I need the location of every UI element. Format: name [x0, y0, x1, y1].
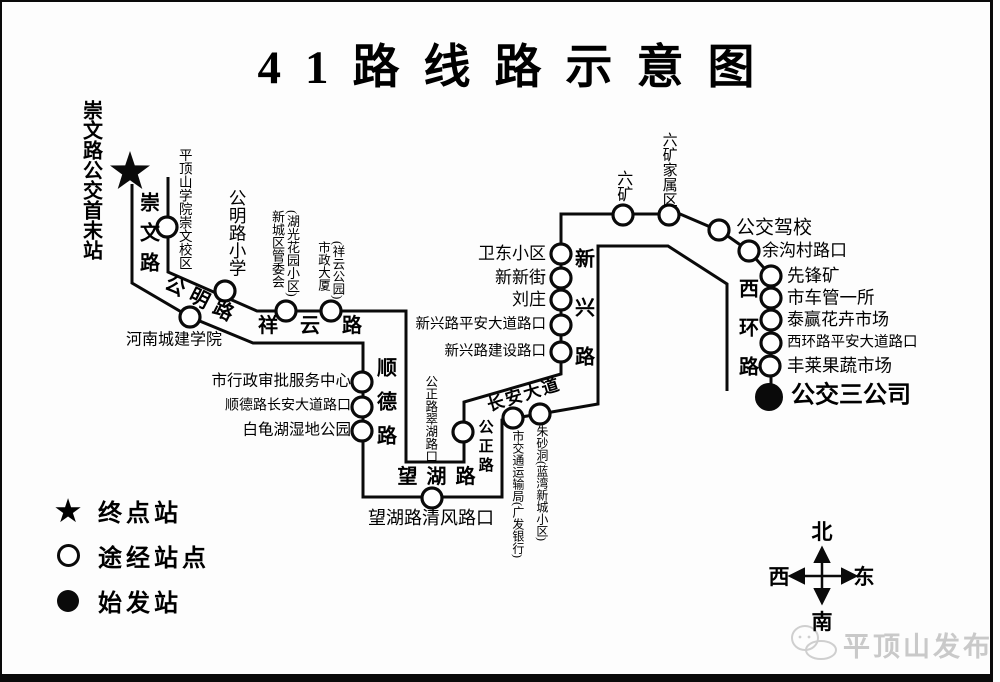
legend-origin-label: 始发站 [98, 591, 182, 617]
station-circle-朱砂洞(蓝湾新城小区) [528, 402, 552, 426]
station-label-朱砂洞(蓝湾新城小区): 朱砂洞(蓝湾新城小区) [534, 425, 549, 541]
compass-west-label: 西 [768, 565, 790, 589]
road-label-崇文路: 崇文路 [136, 192, 159, 282]
station-markers [110, 151, 783, 510]
station-label-刘庄: 刘庄 [512, 289, 546, 309]
station-circle-市政大厦(祥云公园) [319, 299, 343, 323]
legend-stop-label: 途经站点 [98, 546, 210, 572]
watermark-mascot-icon [791, 625, 837, 660]
station-circle-六矿家属区 [657, 203, 681, 227]
station-label-白龟湖湿地公园: 白龟湖湿地公园 [242, 421, 351, 439]
legend-item-stop: 途经站点 [50, 533, 210, 578]
station-circle-白龟湖湿地公园 [350, 419, 374, 443]
station-circle-六矿 [611, 203, 635, 227]
road-label-西环路: 西环路 [735, 278, 758, 395]
terminal-star-icon: ★ [53, 491, 83, 530]
origin-dot-icon [57, 589, 79, 612]
legend: ★ 终点站 途经站点 始发站 [50, 488, 210, 623]
station-circle-市交通运输局(广发银行) [501, 406, 525, 430]
road-label-望湖路: 望湖路 [397, 466, 485, 489]
station-label-丰莱果蔬市场: 丰莱果蔬市场 [787, 355, 892, 376]
station-label-泰赢花卉市场: 泰赢花卉市场 [787, 309, 889, 329]
station-label-余沟村路口: 余沟村路口 [762, 240, 847, 260]
compass-south-label: 南 [811, 610, 833, 634]
station-circle-顺德路长安大道路口 [350, 395, 374, 419]
station-label-六矿家属区: 六矿家属区 [660, 132, 677, 207]
station-circle-卫东小区 [549, 242, 573, 266]
station-circle-新兴路建设路口 [549, 340, 573, 364]
station-label-新兴路建设路口: 新兴路建设路口 [444, 343, 547, 360]
station-label-平顶山学院崇文校区: 平顶山学院崇文校区 [176, 148, 192, 270]
legend-terminal-label: 终点站 [98, 501, 182, 527]
station-circle-泰赢花卉市场 [759, 308, 783, 332]
road-label-顺德路: 顺德路 [373, 357, 396, 459]
station-circle-公正路翠湖路口 [451, 420, 475, 444]
station-circle-余沟村路口 [737, 239, 761, 263]
road-label-祥云路: 祥云路 [258, 315, 384, 338]
station-label-市车管一所: 市车管一所 [787, 287, 875, 308]
station-label-新新街: 新新街 [495, 267, 546, 287]
station-circle-河南城建学院 [178, 305, 202, 329]
station-label-卫东小区: 卫东小区 [478, 243, 546, 263]
station-label-市交通运输局(广发银行): 市交通运输局(广发银行) [510, 430, 525, 558]
compass-arrows [787, 545, 859, 606]
station-label-新城区管委会(湖光花园小区): 新城区管委会 (湖光花园小区) [270, 210, 300, 297]
station-label-西环路平安大道路口: 西环路平安大道路口 [787, 334, 918, 351]
station-circle-新新街 [549, 266, 573, 290]
station-circle-刘庄 [549, 288, 573, 312]
station-label-公交驾校: 公交驾校 [736, 217, 813, 239]
page-title: 41路线路示意图 [257, 42, 779, 94]
station-circle-平顶山学院崇文校区 [155, 215, 179, 239]
station-label-公交三公司: 公交三公司 [791, 382, 911, 409]
station-circle-新城区管委会(湖光花园小区) [274, 299, 298, 323]
station-circle-市行政审批服务中心 [350, 370, 374, 394]
station-label-公正路翠湖路口: 公正路翠湖路口 [423, 375, 438, 463]
compass-north-label: 北 [811, 520, 833, 544]
station-label-新兴路平安大道路口: 新兴路平安大道路口 [415, 316, 547, 333]
station-circle-先锋矿 [759, 264, 783, 288]
station-label-六矿: 六矿 [614, 170, 632, 202]
station-circle-新兴路平安大道路口 [549, 313, 573, 337]
station-circle-丰莱果蔬市场 [758, 354, 782, 378]
station-label-公明路小学: 公明路小学 [227, 189, 248, 277]
station-label-望湖路清风路口: 望湖路清风路口 [368, 508, 494, 529]
road-label-新兴路: 新兴路 [571, 248, 594, 395]
watermark-text: 平顶山发布 [843, 632, 993, 662]
station-circle-市车管一所 [759, 286, 783, 310]
station-label-市行政审批服务中心: 市行政审批服务中心 [211, 372, 351, 390]
station-circle-公明路小学 [213, 279, 237, 303]
station-label-市政大厦(祥云公园): 市政大厦 (祥云公园) [316, 241, 345, 300]
station-circle-公交驾校 [707, 218, 731, 242]
stop-circle-icon [56, 544, 80, 567]
legend-item-terminal: ★ 终点站 [50, 488, 210, 533]
station-label-顺德路长安大道路口: 顺德路长安大道路口 [225, 398, 351, 414]
legend-item-origin: 始发站 [50, 578, 210, 623]
origin-station-circle-公交三公司 [755, 383, 783, 411]
compass-east-label: 东 [853, 565, 875, 589]
station-label-先锋矿: 先锋矿 [787, 265, 840, 286]
road-label-公正路: 公正路 [476, 419, 493, 476]
station-circle-西环路平安大道路口 [759, 331, 783, 355]
station-circle-望湖路清风路口 [420, 486, 444, 510]
terminal-station-star [110, 151, 150, 189]
station-label-河南城建学院: 河南城建学院 [125, 331, 223, 349]
terminal-station-label: 崇文路公交首末站 [79, 100, 102, 260]
